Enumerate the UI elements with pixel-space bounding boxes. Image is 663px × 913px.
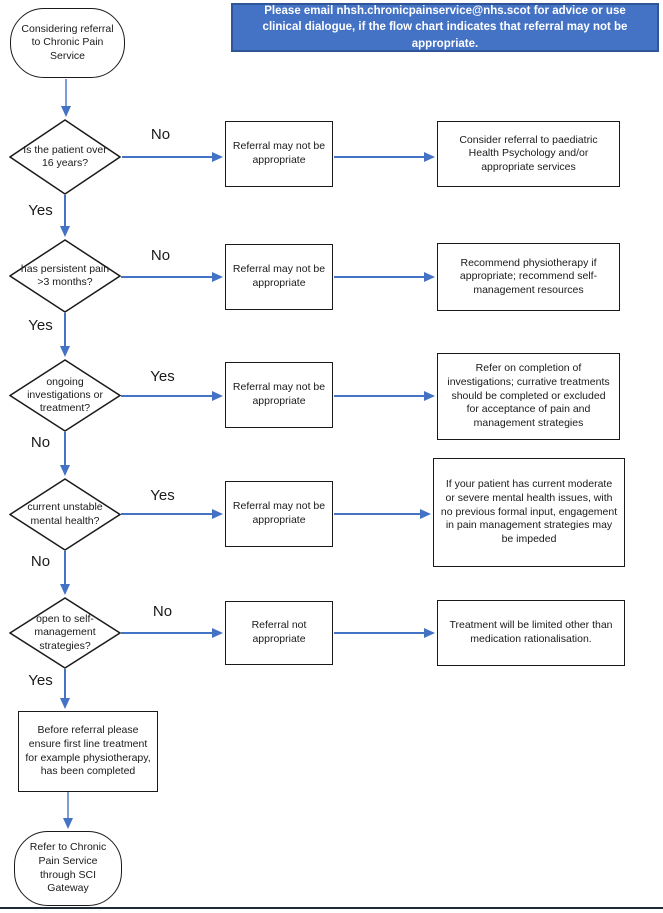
end-terminator: Refer to Chronic Pain Service through SC… xyxy=(14,831,122,906)
middle-box-label: Referral may not be appropriate xyxy=(232,381,326,407)
pre-referral-box: Before referral please ensure first line… xyxy=(18,711,158,792)
outcome-box: Recommend physiotherapy if appropriate; … xyxy=(437,243,620,311)
middle-box: Referral may not be appropriate xyxy=(225,481,333,547)
middle-box-label: Referral may not be appropriate xyxy=(232,500,326,526)
decision-self-management: open to self-management strategies? xyxy=(9,597,121,669)
down-label: Yes xyxy=(28,317,53,334)
branch-label: No xyxy=(150,126,171,143)
decision-label: has persistent pain >3 months? xyxy=(20,262,110,288)
branch-label: Yes xyxy=(150,487,175,504)
decision-label: open to self-management strategies? xyxy=(34,613,96,652)
advice-banner-text: Please email nhsh.chronicpainservice@nhs… xyxy=(262,4,628,50)
branch-label: No xyxy=(150,247,171,264)
down-label: No xyxy=(30,553,51,570)
start-terminator: Considering referral to Chronic Pain Ser… xyxy=(10,8,125,78)
pre-referral-label: Before referral please ensure first line… xyxy=(25,724,151,778)
outcome-box: Treatment will be limited other than med… xyxy=(437,600,625,666)
end-label: Refer to Chronic Pain Service through SC… xyxy=(29,841,107,895)
outcome-box: Refer on completion of investigations; c… xyxy=(437,353,620,440)
branch-label: No xyxy=(152,603,173,620)
outcome-box-label: Treatment will be limited other than med… xyxy=(449,619,613,645)
middle-box: Referral not appropriate xyxy=(225,601,333,665)
down-label: No xyxy=(30,434,51,451)
decision-persistent-pain: has persistent pain >3 months? xyxy=(9,239,121,313)
middle-box: Referral may not be appropriate xyxy=(225,244,333,310)
branch-label: Yes xyxy=(150,368,175,385)
outcome-box-label: Consider referral to paediatric Health P… xyxy=(459,133,598,173)
middle-box-label: Referral may not be appropriate xyxy=(232,263,326,289)
outcome-box-label: Refer on completion of investigations; c… xyxy=(447,362,610,429)
middle-box: Referral may not be appropriate xyxy=(225,121,333,187)
outcome-box: If your patient has current moderate or … xyxy=(433,458,625,567)
page-bottom-edge xyxy=(0,907,663,909)
decision-label: Is the patient over 16 years? xyxy=(23,143,107,169)
outcome-box: Consider referral to paediatric Health P… xyxy=(437,121,620,187)
outcome-box-label: If your patient has current moderate or … xyxy=(440,478,618,545)
down-label: Yes xyxy=(28,672,53,689)
decision-label: current unstable mental health? xyxy=(27,501,103,527)
start-label: Considering referral to Chronic Pain Ser… xyxy=(21,22,114,62)
decision-ongoing-investigations: ongoing investigations or treatment? xyxy=(9,359,121,432)
down-label: Yes xyxy=(28,202,53,219)
middle-box-label: Referral may not be appropriate xyxy=(232,140,326,166)
decision-label: ongoing investigations or treatment? xyxy=(27,375,103,415)
advice-banner: Please email nhsh.chronicpainservice@nhs… xyxy=(231,3,659,52)
decision-patient-over-16: Is the patient over 16 years? xyxy=(9,119,121,195)
middle-box: Referral may not be appropriate xyxy=(225,362,333,428)
outcome-box-label: Recommend physiotherapy if appropriate; … xyxy=(459,256,598,296)
middle-box-label: Referral not appropriate xyxy=(251,619,307,645)
decision-unstable-mental-health: current unstable mental health? xyxy=(9,478,121,551)
